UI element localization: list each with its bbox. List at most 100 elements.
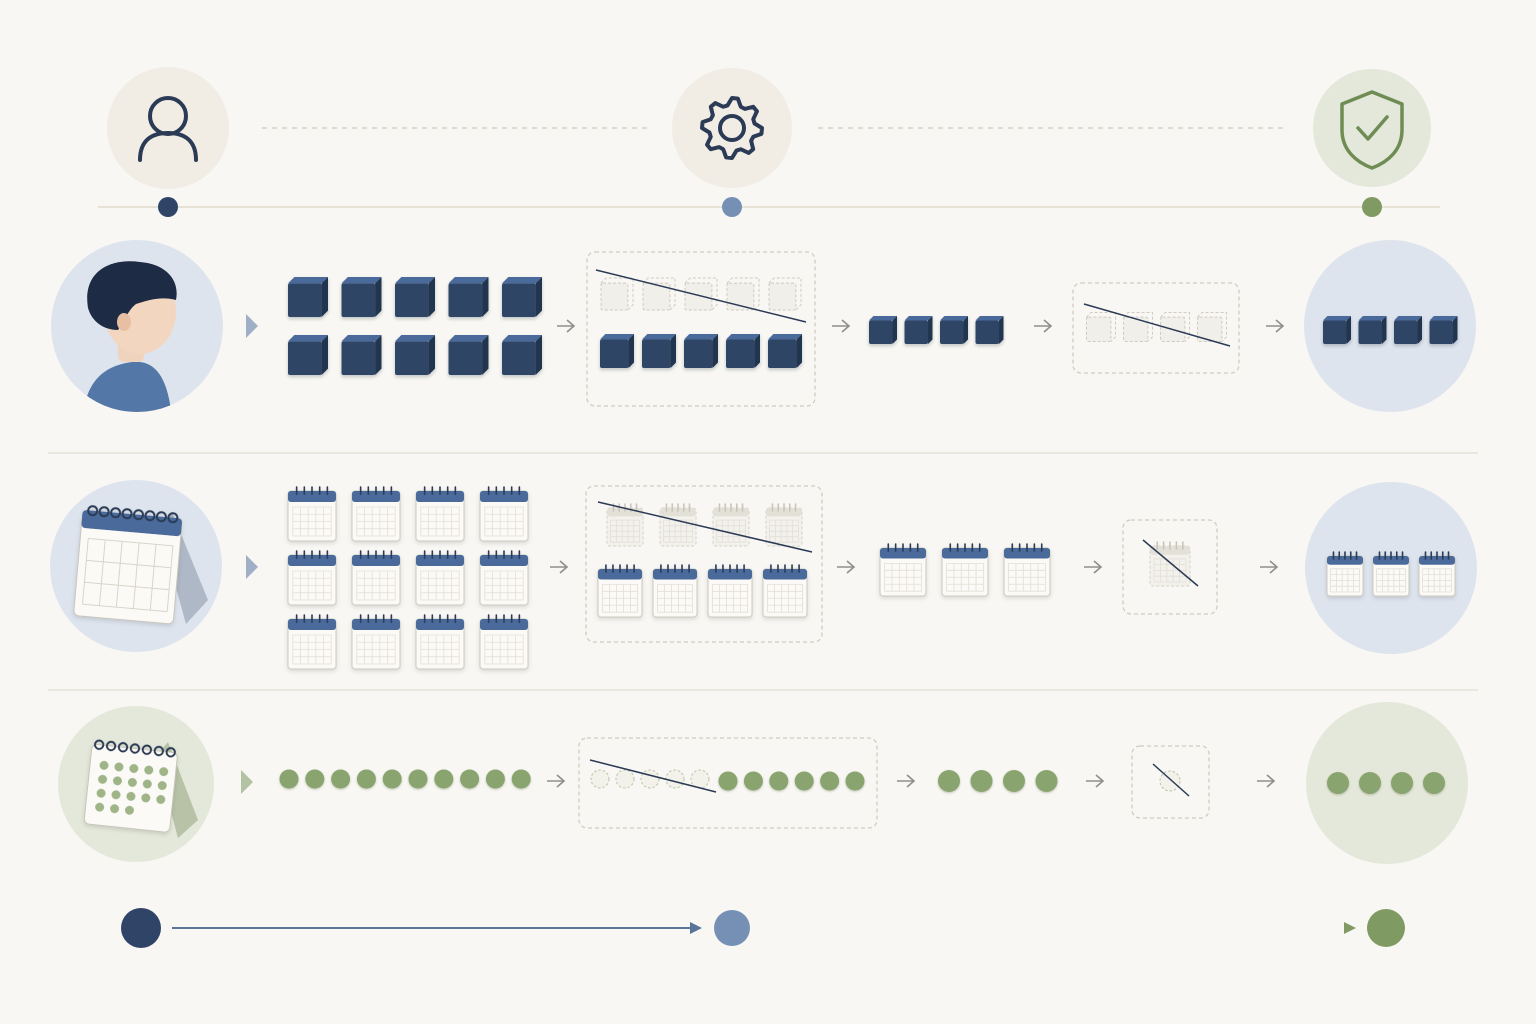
flow-arrow-icon xyxy=(837,560,856,574)
flow-arrow-icon xyxy=(1084,560,1103,574)
dot-icon xyxy=(511,769,531,789)
calendar-icon xyxy=(1372,551,1410,597)
flow-arrow-icon xyxy=(1034,319,1053,333)
row-days xyxy=(58,702,1468,864)
dot-icon xyxy=(1003,770,1025,792)
check-box xyxy=(1072,282,1240,374)
strike-line xyxy=(1083,303,1231,347)
after-filter-items xyxy=(869,316,1004,344)
stage-user xyxy=(107,67,229,217)
stage-process xyxy=(672,68,792,217)
stage-dot-verified xyxy=(1362,197,1382,217)
progress-track xyxy=(121,908,1405,948)
calendar-icon xyxy=(415,614,465,670)
shield-check-icon xyxy=(1340,90,1404,170)
block-icon xyxy=(502,335,542,375)
kept-items xyxy=(600,334,802,368)
removed-block-icon xyxy=(1086,312,1116,343)
desk-calendar-icon xyxy=(50,480,222,652)
block-icon xyxy=(1358,316,1387,344)
result-items xyxy=(1323,316,1458,344)
dot-icon xyxy=(1359,772,1381,794)
input-items xyxy=(287,486,529,670)
strike-line xyxy=(589,759,717,793)
removed-block-icon xyxy=(726,277,760,311)
calendar-icon xyxy=(415,550,465,606)
block-icon xyxy=(869,316,897,344)
filtered-out-items xyxy=(606,503,803,547)
flow-arrow-icon xyxy=(1260,560,1279,574)
block-icon xyxy=(600,334,634,368)
calendar-icon xyxy=(351,550,401,606)
calendar-icon xyxy=(597,564,643,618)
calendar-icon xyxy=(707,564,753,618)
dot-icon xyxy=(1423,772,1445,794)
block-icon xyxy=(395,277,435,317)
dot-icon xyxy=(485,769,505,789)
dot-icon xyxy=(408,769,428,789)
removed-block-icon xyxy=(1197,312,1227,343)
strike-line xyxy=(1152,763,1190,797)
removed-block-icon xyxy=(600,277,634,311)
dot-icon xyxy=(1035,770,1058,792)
stage-dot-process xyxy=(722,197,742,217)
stage-process-circle xyxy=(672,68,792,188)
calendar-icon xyxy=(879,543,927,597)
kept-items xyxy=(718,771,865,791)
removed-dot-icon xyxy=(1159,770,1181,792)
result-circle xyxy=(1304,240,1476,412)
stage-dot-user xyxy=(158,197,178,217)
filter-box xyxy=(578,737,878,829)
dot-icon xyxy=(382,769,402,789)
removed-dot-icon xyxy=(690,769,710,789)
block-icon xyxy=(940,316,968,344)
dot-icon xyxy=(305,769,325,789)
dot-icon xyxy=(938,770,960,792)
input-arrow-icon xyxy=(246,555,258,579)
input-arrow-icon xyxy=(246,314,258,338)
after-filter-items xyxy=(879,543,1051,597)
stage-user-circle xyxy=(107,67,229,189)
input-items xyxy=(279,769,531,789)
block-icon xyxy=(684,334,718,368)
calendar-icon xyxy=(1326,551,1364,597)
removed-dot-icon xyxy=(665,769,685,789)
calendar-icon xyxy=(479,486,529,542)
strike-line xyxy=(1142,539,1199,587)
calendar-icon xyxy=(762,564,808,618)
dot-icon xyxy=(970,770,993,792)
calendar-icon xyxy=(415,486,465,542)
dot-icon xyxy=(743,771,763,791)
calendar-icon xyxy=(287,486,337,542)
input-items xyxy=(288,277,542,375)
calendar-icon xyxy=(941,543,989,597)
dot-icon xyxy=(1327,772,1349,794)
flow-arrow-icon xyxy=(1086,774,1105,788)
block-icon xyxy=(448,277,489,317)
dot-icon xyxy=(769,771,789,791)
block-icon xyxy=(341,277,382,317)
calendar-icon xyxy=(1003,543,1051,597)
result-circle xyxy=(1306,702,1468,864)
person-avatar-icon xyxy=(51,240,223,412)
result-items xyxy=(1326,551,1456,597)
block-icon xyxy=(448,335,489,375)
dot-icon xyxy=(820,771,840,791)
row-people xyxy=(51,240,1476,412)
removed-block-icon xyxy=(642,277,676,311)
block-icon xyxy=(768,334,802,368)
calendar-icon xyxy=(351,486,401,542)
row-calendars xyxy=(50,480,1477,670)
after-filter-items xyxy=(938,770,1058,792)
flow-arrow-icon xyxy=(1257,774,1276,788)
removed-dot-icon xyxy=(590,769,610,789)
calendar-icon xyxy=(287,614,337,670)
calendar-icon xyxy=(1418,551,1456,597)
block-icon xyxy=(1429,316,1458,344)
dot-icon xyxy=(331,769,351,789)
check-removed-items xyxy=(1159,770,1181,792)
flow-arrow-icon xyxy=(1266,319,1285,333)
kept-items xyxy=(597,564,808,618)
filter-box xyxy=(586,251,816,407)
